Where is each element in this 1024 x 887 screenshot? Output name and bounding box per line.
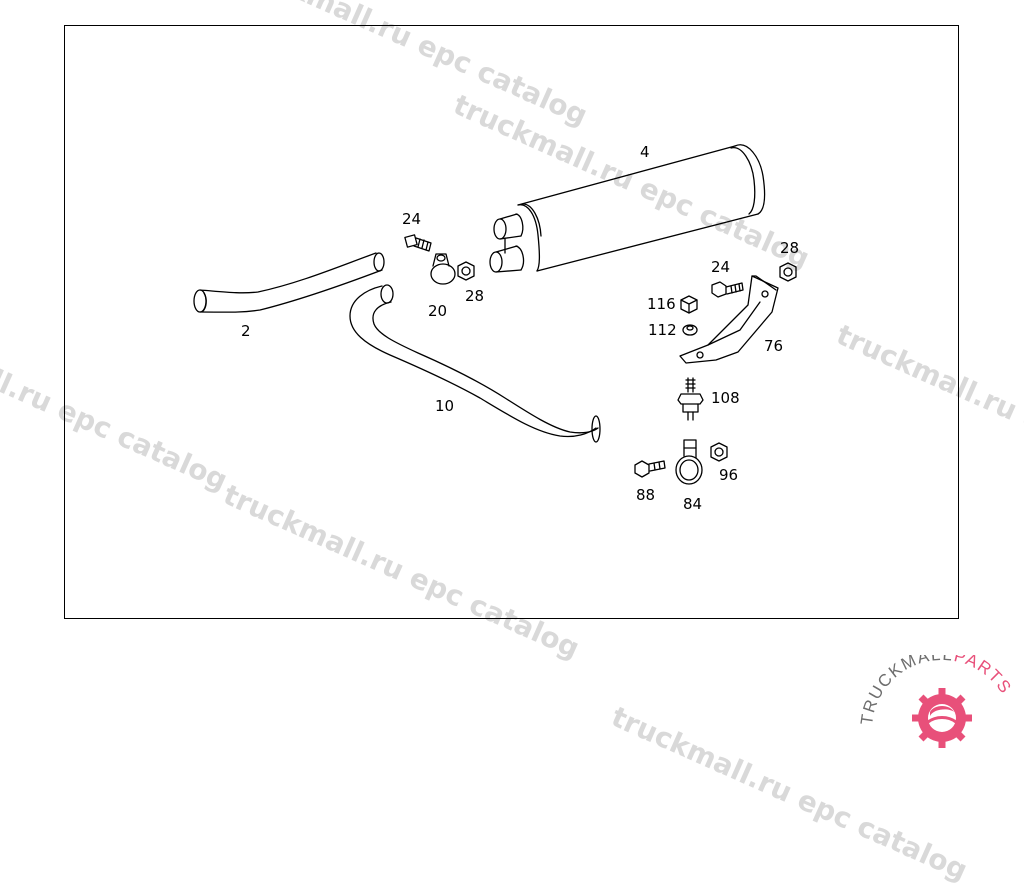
muffler-part-4[interactable]: [489, 144, 766, 273]
callout-part-10[interactable]: 10: [435, 397, 455, 415]
callout-part-24[interactable]: 24: [711, 258, 731, 276]
exhaust-system-drawing: [193, 144, 797, 485]
callout-part-84[interactable]: 84: [683, 495, 703, 513]
washer-part-112[interactable]: [682, 324, 698, 336]
callout-part-28[interactable]: 28: [780, 239, 800, 257]
clamp-part-20[interactable]: [430, 253, 456, 285]
nut-part-28[interactable]: [779, 262, 797, 282]
nut-part-28[interactable]: [457, 261, 475, 281]
callout-part-108[interactable]: 108: [711, 389, 740, 407]
bolt-part-88[interactable]: [634, 460, 666, 478]
callout-part-24[interactable]: 24: [402, 210, 422, 228]
callout-part-4[interactable]: 4: [640, 143, 650, 161]
bracket-part-76[interactable]: [679, 275, 779, 364]
diagram-frame: [64, 25, 959, 619]
callout-part-96[interactable]: 96: [719, 466, 739, 484]
callout-part-88[interactable]: 88: [636, 486, 656, 504]
bolt-part-24[interactable]: [711, 281, 744, 298]
nut-part-116[interactable]: [680, 295, 698, 314]
bolt-part-24[interactable]: [404, 234, 432, 252]
callout-part-76[interactable]: 76: [764, 337, 784, 355]
callout-part-112[interactable]: 112: [648, 321, 677, 339]
rubber-mount-part-108[interactable]: [677, 377, 704, 421]
logo-text-part2: PARTS: [952, 655, 1015, 698]
callout-part-116[interactable]: 116: [647, 295, 676, 313]
callout-part-2[interactable]: 2: [241, 322, 251, 340]
truckmall-parts-logo: TRUCKMALLPARTS: [857, 655, 1015, 748]
gear-icon: [912, 688, 972, 748]
pipe-part-10[interactable]: [349, 284, 601, 443]
callout-part-20[interactable]: 20: [428, 302, 448, 320]
pipe-part-2[interactable]: [193, 252, 385, 313]
clamp-part-84[interactable]: [675, 439, 703, 485]
callout-part-28[interactable]: 28: [465, 287, 485, 305]
nut-part-96[interactable]: [710, 442, 728, 462]
